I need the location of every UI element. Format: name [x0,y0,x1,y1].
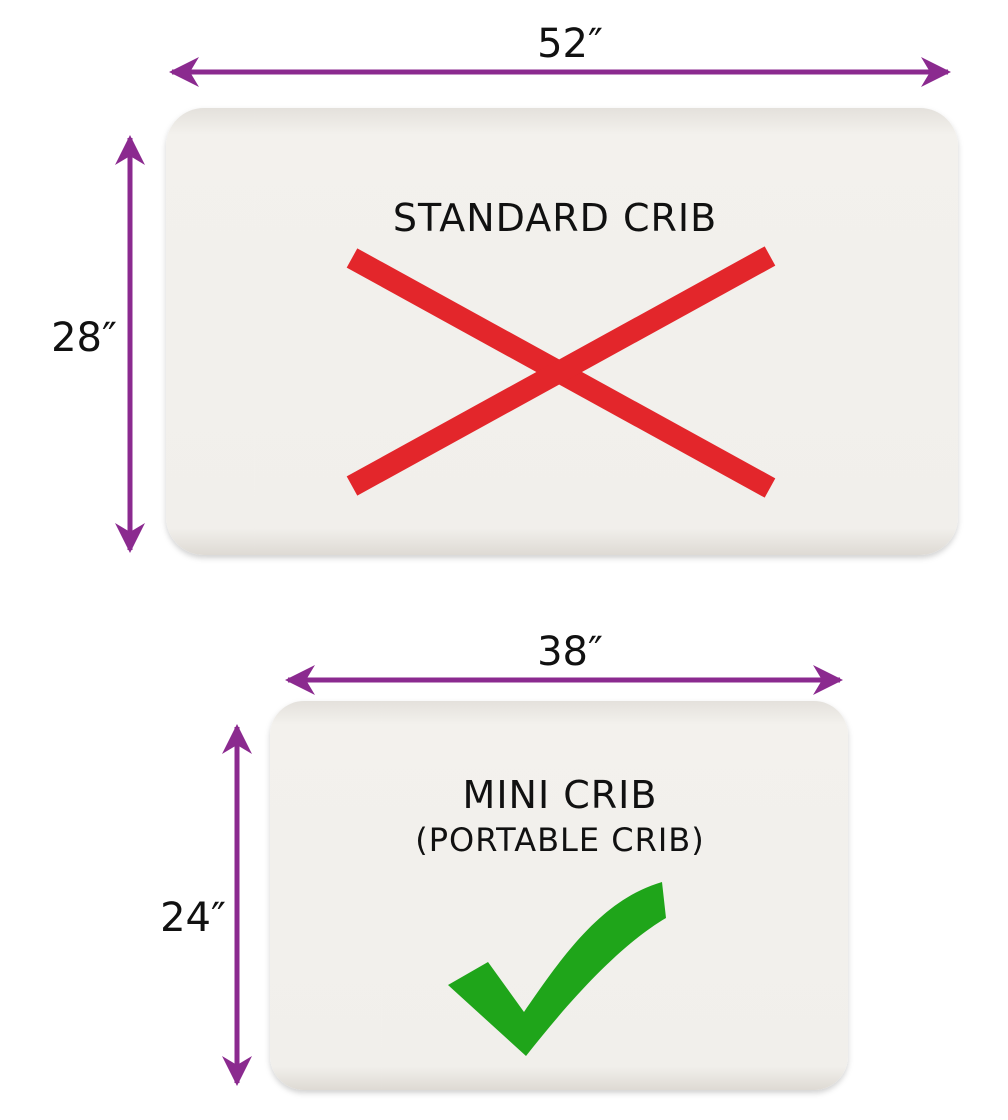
mini-crib-title: MINI CRIB [462,773,658,817]
mini-crib-subtitle: (PORTABLE CRIB) [415,821,705,859]
mini-width-label: 38″ [537,629,603,675]
green-checkmark-icon [448,882,666,1056]
standard-height-label: 28″ [51,315,117,361]
mini-crib-mattress [270,701,848,1090]
standard-crib-mattress [166,108,958,555]
red-x-icon [346,246,776,498]
mini-height-label: 24″ [160,895,226,941]
standard-width-label: 52″ [537,21,603,67]
standard-crib-title: STANDARD CRIB [392,196,718,240]
